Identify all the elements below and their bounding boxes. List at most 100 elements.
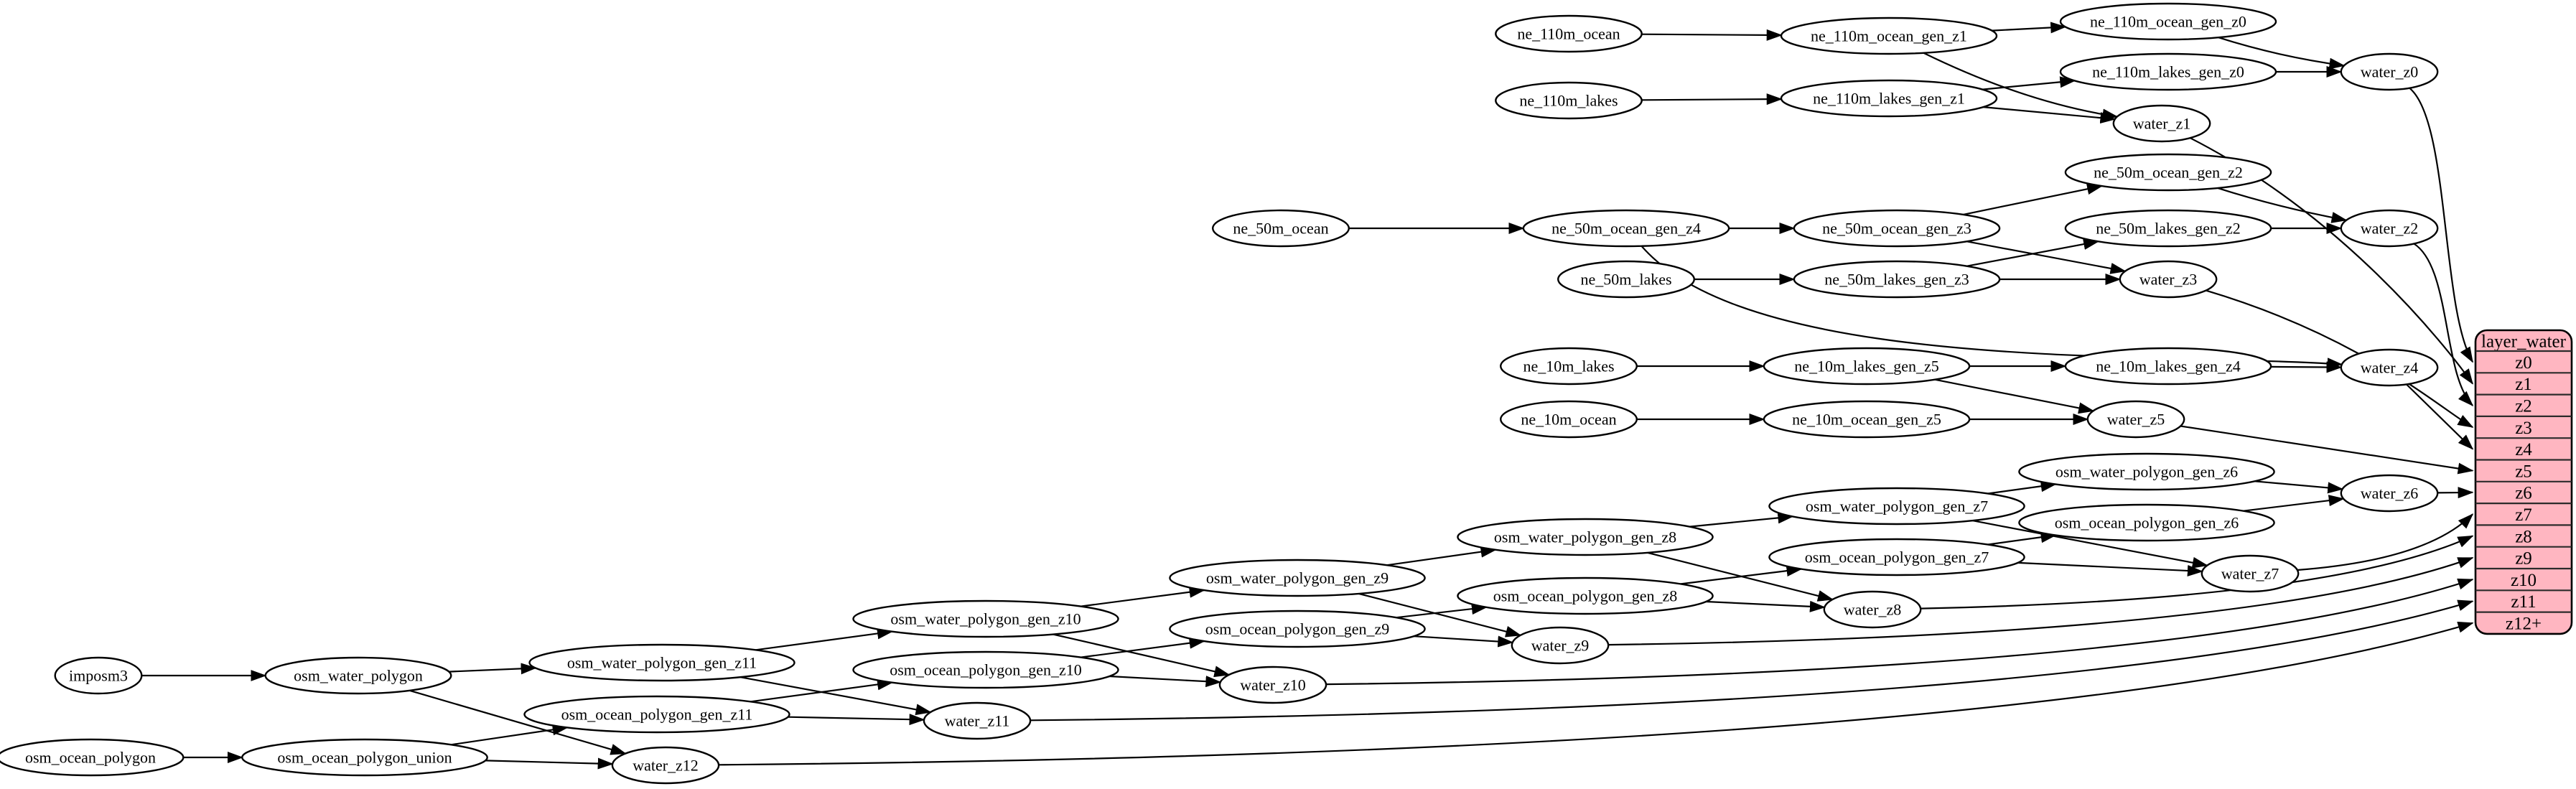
node-ellipse-osm_ocean_polygon_gen_z11 xyxy=(523,695,790,734)
edge-osm_ocean_polygon_gen_z10-to-osm_ocean_polygon_gen_z9 xyxy=(1081,637,1205,658)
node-water_z10: water_z10 xyxy=(1218,666,1327,704)
edge-osm_ocean_polygon_gen_z10-to-water_z10 xyxy=(1109,675,1222,688)
layer-water-row-z7: z7 xyxy=(2515,505,2532,525)
edge-water_z5-to-layer_water-z5 xyxy=(2180,425,2474,475)
edge-osm_water_polygon_gen_z8-to-water_z8 xyxy=(1647,551,1834,602)
node-ellipse-osm_ocean_polygon_union xyxy=(241,738,488,777)
node-water_z12: water_z12 xyxy=(611,746,720,785)
node-ellipse-water_z10 xyxy=(1218,666,1327,704)
layer-water-row-z6: z6 xyxy=(2515,484,2532,503)
node-water_z1: water_z1 xyxy=(2112,104,2211,143)
layer-water-row-z2: z2 xyxy=(2515,397,2532,416)
edge-water_z6-to-layer_water-z6 xyxy=(2437,487,2474,499)
layer-water-row-z5: z5 xyxy=(2515,462,2532,481)
edge-ne_110m_ocean_gen_z1-to-ne_110m_ocean_gen_z0 xyxy=(1992,22,2067,34)
layer-water-row-z0: z0 xyxy=(2515,353,2532,373)
edge-osm_water_polygon_gen_z8-to-osm_water_polygon_gen_z7 xyxy=(1689,512,1794,528)
node-label-ne_10m_lakes_gen_z5: ne_10m_lakes_gen_z5 xyxy=(1794,358,1939,375)
node-label-water_z4: water_z4 xyxy=(2361,359,2419,377)
node-label-ne_10m_lakes: ne_10m_lakes xyxy=(1523,358,1614,375)
node-ellipse-water_z0 xyxy=(2340,52,2439,91)
node-ellipse-water_z8 xyxy=(1823,590,1922,629)
node-water_z6: water_z6 xyxy=(2340,474,2439,513)
node-ellipse-osm_ocean_polygon_gen_z10 xyxy=(852,650,1119,689)
node-label-ne_50m_ocean_gen_z3: ne_50m_ocean_gen_z3 xyxy=(1822,220,1971,238)
node-label-ne_10m_lakes_gen_z4: ne_10m_lakes_gen_z4 xyxy=(2096,358,2241,375)
edge-ne_10m_lakes_gen_z5-to-water_z5 xyxy=(1934,378,2095,414)
node-ellipse-osm_ocean_polygon_gen_z9 xyxy=(1169,610,1426,648)
node-ellipse-water_z5 xyxy=(2086,400,2185,439)
node-label-osm_water_polygon_gen_z7: osm_water_polygon_gen_z7 xyxy=(1806,498,1988,515)
edge-osm_ocean_polygon_gen_z9-to-osm_ocean_polygon_gen_z8 xyxy=(1396,603,1488,619)
node-label-water_z7: water_z7 xyxy=(2221,565,2279,583)
node-ellipse-ne_110m_lakes_gen_z1 xyxy=(1780,79,1998,118)
node-ellipse-osm_water_polygon_gen_z11 xyxy=(528,643,795,682)
node-water_z7: water_z7 xyxy=(2201,554,2300,593)
node-osm_ocean_polygon_union: osm_ocean_polygon_union xyxy=(241,738,488,777)
node-label-ne_50m_ocean_gen_z2: ne_50m_ocean_gen_z2 xyxy=(2094,164,2243,182)
node-ellipse-ne_10m_ocean_gen_z5 xyxy=(1763,400,1971,439)
edge-osm_ocean_polygon_gen_z8-to-water_z8 xyxy=(1706,600,1826,612)
node-ellipse-ne_10m_lakes_gen_z5 xyxy=(1763,347,1971,386)
node-label-ne_50m_lakes: ne_50m_lakes xyxy=(1580,271,1671,289)
edge-ne_110m_ocean_gen_z1-to-water_z1 xyxy=(1923,52,2119,121)
node-ellipse-water_z7 xyxy=(2201,554,2300,593)
node-ellipse-water_z1 xyxy=(2112,104,2211,143)
edge-osm_water_polygon_gen_z10-to-osm_water_polygon_gen_z9 xyxy=(1081,586,1205,607)
edge-water_z9-to-layer_water-z9 xyxy=(1608,556,2474,646)
edge-ne_110m_lakes_gen_z1-to-ne_110m_lakes_gen_z0 xyxy=(1982,76,2076,90)
node-ne_110m_lakes_gen_z1: ne_110m_lakes_gen_z1 xyxy=(1780,79,1998,118)
node-ellipse-ne_10m_lakes_gen_z4 xyxy=(2064,347,2272,386)
node-osm_ocean_polygon_gen_z7: osm_ocean_polygon_gen_z7 xyxy=(1768,538,2025,576)
node-label-water_z8: water_z8 xyxy=(1844,601,1902,619)
edge-osm_ocean_polygon_gen_z7-to-water_z7 xyxy=(2017,561,2203,576)
node-ellipse-ne_50m_ocean xyxy=(1211,209,1350,248)
node-ne_110m_ocean_gen_z1: ne_110m_ocean_gen_z1 xyxy=(1780,17,1998,55)
edge-water_z7-to-layer_water-z7 xyxy=(2297,513,2474,571)
node-imposm3: imposm3 xyxy=(54,656,143,695)
edge-water_z4-to-layer_water-z4 xyxy=(2406,383,2474,450)
node-ellipse-water_z11 xyxy=(923,701,1032,740)
edge-ne_110m_lakes_gen_z1-to-water_z1 xyxy=(1983,106,2117,124)
node-ellipse-ne_10m_lakes xyxy=(1499,347,1638,386)
node-water_z0: water_z0 xyxy=(2340,52,2439,91)
node-label-osm_ocean_polygon_gen_z9: osm_ocean_polygon_gen_z9 xyxy=(1205,620,1390,638)
node-ellipse-water_z6 xyxy=(2340,474,2439,513)
edge-osm_ocean_polygon_union-to-water_z12 xyxy=(485,757,614,770)
node-ellipse-ne_110m_lakes xyxy=(1495,81,1643,120)
edge-ne_50m_ocean_gen_z2-to-water_z2 xyxy=(2217,187,2348,223)
node-label-ne_50m_ocean: ne_50m_ocean xyxy=(1233,220,1328,238)
node-ne_50m_ocean_gen_z4: ne_50m_ocean_gen_z4 xyxy=(1522,209,1730,248)
node-ne_50m_ocean: ne_50m_ocean xyxy=(1211,209,1350,248)
edge-osm_ocean_polygon_gen_z11-to-water_z11 xyxy=(788,714,925,726)
node-ne_10m_ocean: ne_10m_ocean xyxy=(1499,400,1638,439)
node-ellipse-ne_110m_ocean xyxy=(1495,14,1643,53)
node-label-ne_110m_ocean_gen_z1: ne_110m_ocean_gen_z1 xyxy=(1811,27,1967,45)
node-ellipse-osm_water_polygon_gen_z10 xyxy=(852,599,1119,638)
edge-water_z2-to-layer_water-z2 xyxy=(2413,243,2474,406)
edge-osm_ocean_polygon_gen_z6-to-water_z6 xyxy=(2243,495,2345,512)
node-label-osm_water_polygon: osm_water_polygon xyxy=(294,667,423,685)
node-label-ne_110m_lakes: ne_110m_lakes xyxy=(1519,92,1618,110)
node-label-water_z11: water_z11 xyxy=(945,712,1010,730)
node-ellipse-ne_110m_ocean_gen_z1 xyxy=(1780,17,1998,55)
node-label-water_z9: water_z9 xyxy=(1531,637,1590,655)
node-label-water_z6: water_z6 xyxy=(2361,485,2419,503)
node-ellipse-osm_water_polygon_gen_z7 xyxy=(1768,487,2025,526)
node-ne_110m_ocean: ne_110m_ocean xyxy=(1495,14,1643,53)
edge-water_z0-to-layer_water-z0 xyxy=(2409,87,2473,363)
node-ellipse-osm_ocean_polygon xyxy=(0,738,185,777)
node-label-osm_ocean_polygon_gen_z10: osm_ocean_polygon_gen_z10 xyxy=(890,661,1082,679)
node-osm_ocean_polygon_gen_z11: osm_ocean_polygon_gen_z11 xyxy=(523,695,790,734)
edge-water_z11-to-layer_water-z11 xyxy=(1030,599,2474,722)
edge-water_z10-to-layer_water-z10 xyxy=(1326,578,2474,686)
node-osm_water_polygon_gen_z10: osm_water_polygon_gen_z10 xyxy=(852,599,1119,638)
node-label-water_z5: water_z5 xyxy=(2107,411,2165,429)
layer-water-row-z3: z3 xyxy=(2515,419,2532,438)
layer-water-row-z10: z10 xyxy=(2511,571,2537,590)
node-ne_110m_ocean_gen_z0: ne_110m_ocean_gen_z0 xyxy=(2059,2,2277,41)
node-osm_water_polygon_gen_z6: osm_water_polygon_gen_z6 xyxy=(2018,452,2275,491)
edge-ne_110m_lakes-to-ne_110m_lakes_gen_z1 xyxy=(1641,93,1783,106)
